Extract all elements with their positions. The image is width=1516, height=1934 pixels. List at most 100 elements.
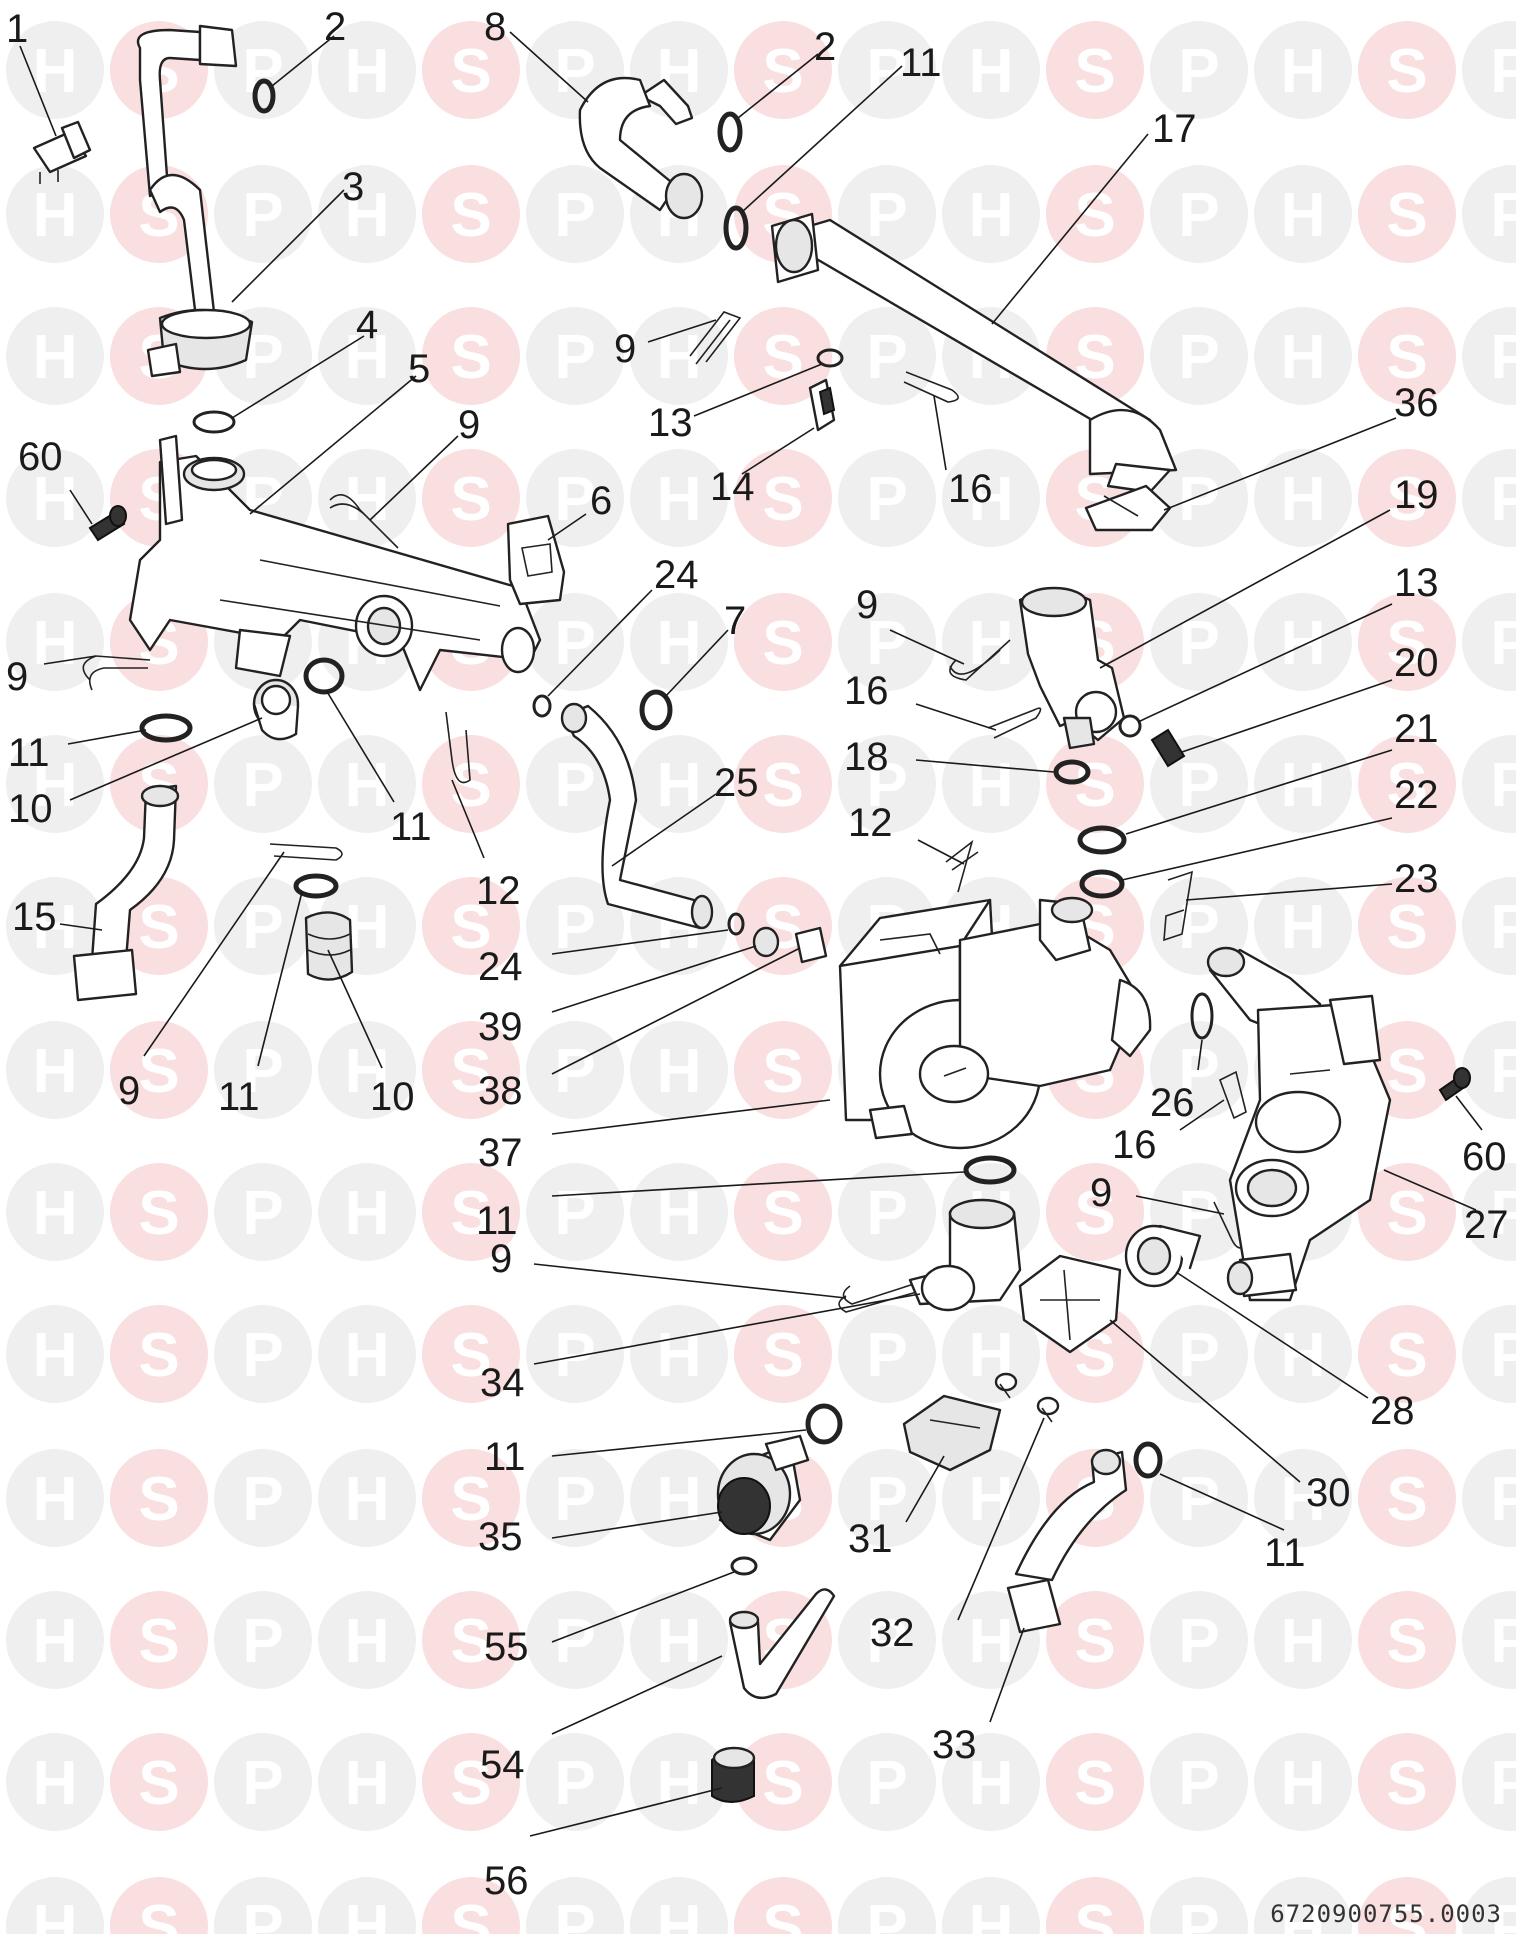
watermark-letter: P (1178, 751, 1219, 820)
callout-11: 11 (218, 1075, 260, 1119)
callout-9: 9 (614, 327, 636, 371)
watermark-circle (214, 21, 312, 119)
watermark-circle (110, 1591, 208, 1689)
watermark-letter: P (242, 893, 283, 962)
watermark-letter: P (554, 1749, 595, 1818)
watermark-letter: H (33, 1179, 78, 1248)
watermark-letter: S (762, 1179, 803, 1248)
watermark-circle (318, 1163, 416, 1261)
watermark-circle (734, 1021, 832, 1119)
part-24-ring-a (532, 694, 552, 718)
callout-15: 15 (12, 895, 57, 939)
part-60-screw-b (1438, 1067, 1471, 1102)
watermark-letter: H (657, 1321, 702, 1390)
watermark-letter: S (450, 1465, 491, 1534)
watermark-circle (422, 21, 520, 119)
watermark-circle (6, 165, 104, 263)
watermark-circle (318, 1021, 416, 1119)
watermark-letter: S (1074, 1607, 1115, 1676)
watermark-letter: S (138, 1893, 179, 1934)
watermark-letter: P (1178, 181, 1219, 250)
watermark-letter: S (450, 1321, 491, 1390)
watermark-circle (6, 307, 104, 405)
part-16-clip-c (1219, 1070, 1247, 1120)
watermark-circle (214, 1733, 312, 1831)
watermark-circle (838, 21, 936, 119)
part-56-cap (711, 1746, 756, 1803)
watermark-letter: S (1386, 37, 1427, 106)
watermark-circle (1254, 307, 1352, 405)
watermark-letter: H (1281, 465, 1326, 534)
part-16-clip-b (987, 707, 1042, 739)
watermark-circle (6, 1877, 104, 1934)
watermark-letter: S (450, 751, 491, 820)
watermark-circle (1150, 1305, 1248, 1403)
watermark-circle (318, 1733, 416, 1831)
watermark-circle (6, 1305, 104, 1403)
watermark-circle (422, 735, 520, 833)
watermark-circle (1254, 21, 1352, 119)
watermark-letter: S (1386, 1465, 1427, 1534)
watermark-circle (1254, 1877, 1352, 1934)
watermark-circle (1046, 735, 1144, 833)
watermark-circle (734, 1733, 832, 1831)
watermark-circle (630, 1305, 728, 1403)
watermark-circle (838, 735, 936, 833)
callout-21: 21 (1394, 707, 1439, 751)
part-38-insert (794, 926, 828, 964)
callout-11: 11 (390, 805, 432, 849)
watermark-letter: S (138, 1607, 179, 1676)
watermark-letter: P (1490, 1321, 1516, 1390)
watermark-circle (318, 1305, 416, 1403)
watermark-circle (214, 1877, 312, 1934)
watermark-circle (1254, 1733, 1352, 1831)
watermark-letter: P (866, 1607, 907, 1676)
callout-36: 36 (1394, 381, 1439, 425)
watermark-letter: P (554, 609, 595, 678)
watermark-circle (422, 1877, 520, 1934)
watermark-letter: H (969, 1893, 1014, 1934)
watermark-circle (526, 1877, 624, 1934)
watermark-letter: P (1178, 609, 1219, 678)
callout-39: 39 (478, 1005, 523, 1049)
callout-26: 26 (1150, 1081, 1195, 1125)
watermark-circle (1462, 1449, 1516, 1547)
watermark-letter: P (554, 1179, 595, 1248)
callout-55: 55 (484, 1625, 529, 1669)
part-7-ring (639, 689, 673, 731)
watermark-letter: S (762, 751, 803, 820)
part-12-pin-b (945, 839, 979, 893)
watermark-circle (1462, 1591, 1516, 1689)
part-16-clip-a (903, 371, 959, 403)
watermark-circle (1462, 307, 1516, 405)
watermark-letter: S (450, 1607, 491, 1676)
watermark-circle (838, 1305, 936, 1403)
watermark-circle (526, 877, 624, 975)
watermark-circle (110, 735, 208, 833)
watermark-circle (422, 877, 520, 975)
callout-54: 54 (480, 1743, 525, 1787)
watermark-letter: S (1386, 893, 1427, 962)
watermark-letter: P (866, 609, 907, 678)
callout-20: 20 (1394, 641, 1439, 685)
watermark-circle (214, 1305, 312, 1403)
part-33-pipe (1006, 1448, 1128, 1634)
watermark-letter: P (1490, 1893, 1516, 1934)
watermark-circle (734, 1163, 832, 1261)
watermark-circle (526, 1163, 624, 1261)
watermark-circle (318, 1877, 416, 1934)
part-11-ring-e (963, 1155, 1017, 1185)
part-12-pin-a (445, 711, 471, 784)
callout-30: 30 (1306, 1471, 1351, 1515)
part-55-ring (730, 1556, 758, 1576)
watermark-letter: P (242, 37, 283, 106)
watermark-circle (1462, 1021, 1516, 1119)
watermark-circle (214, 1591, 312, 1689)
watermark-letter: H (969, 751, 1014, 820)
watermark-letter: H (1281, 751, 1326, 820)
watermark-circle (318, 21, 416, 119)
watermark-circle (1462, 1163, 1516, 1261)
watermark-letter: H (969, 1749, 1014, 1818)
watermark-letter: S (1074, 1893, 1115, 1934)
watermark-letter: H (345, 323, 390, 392)
